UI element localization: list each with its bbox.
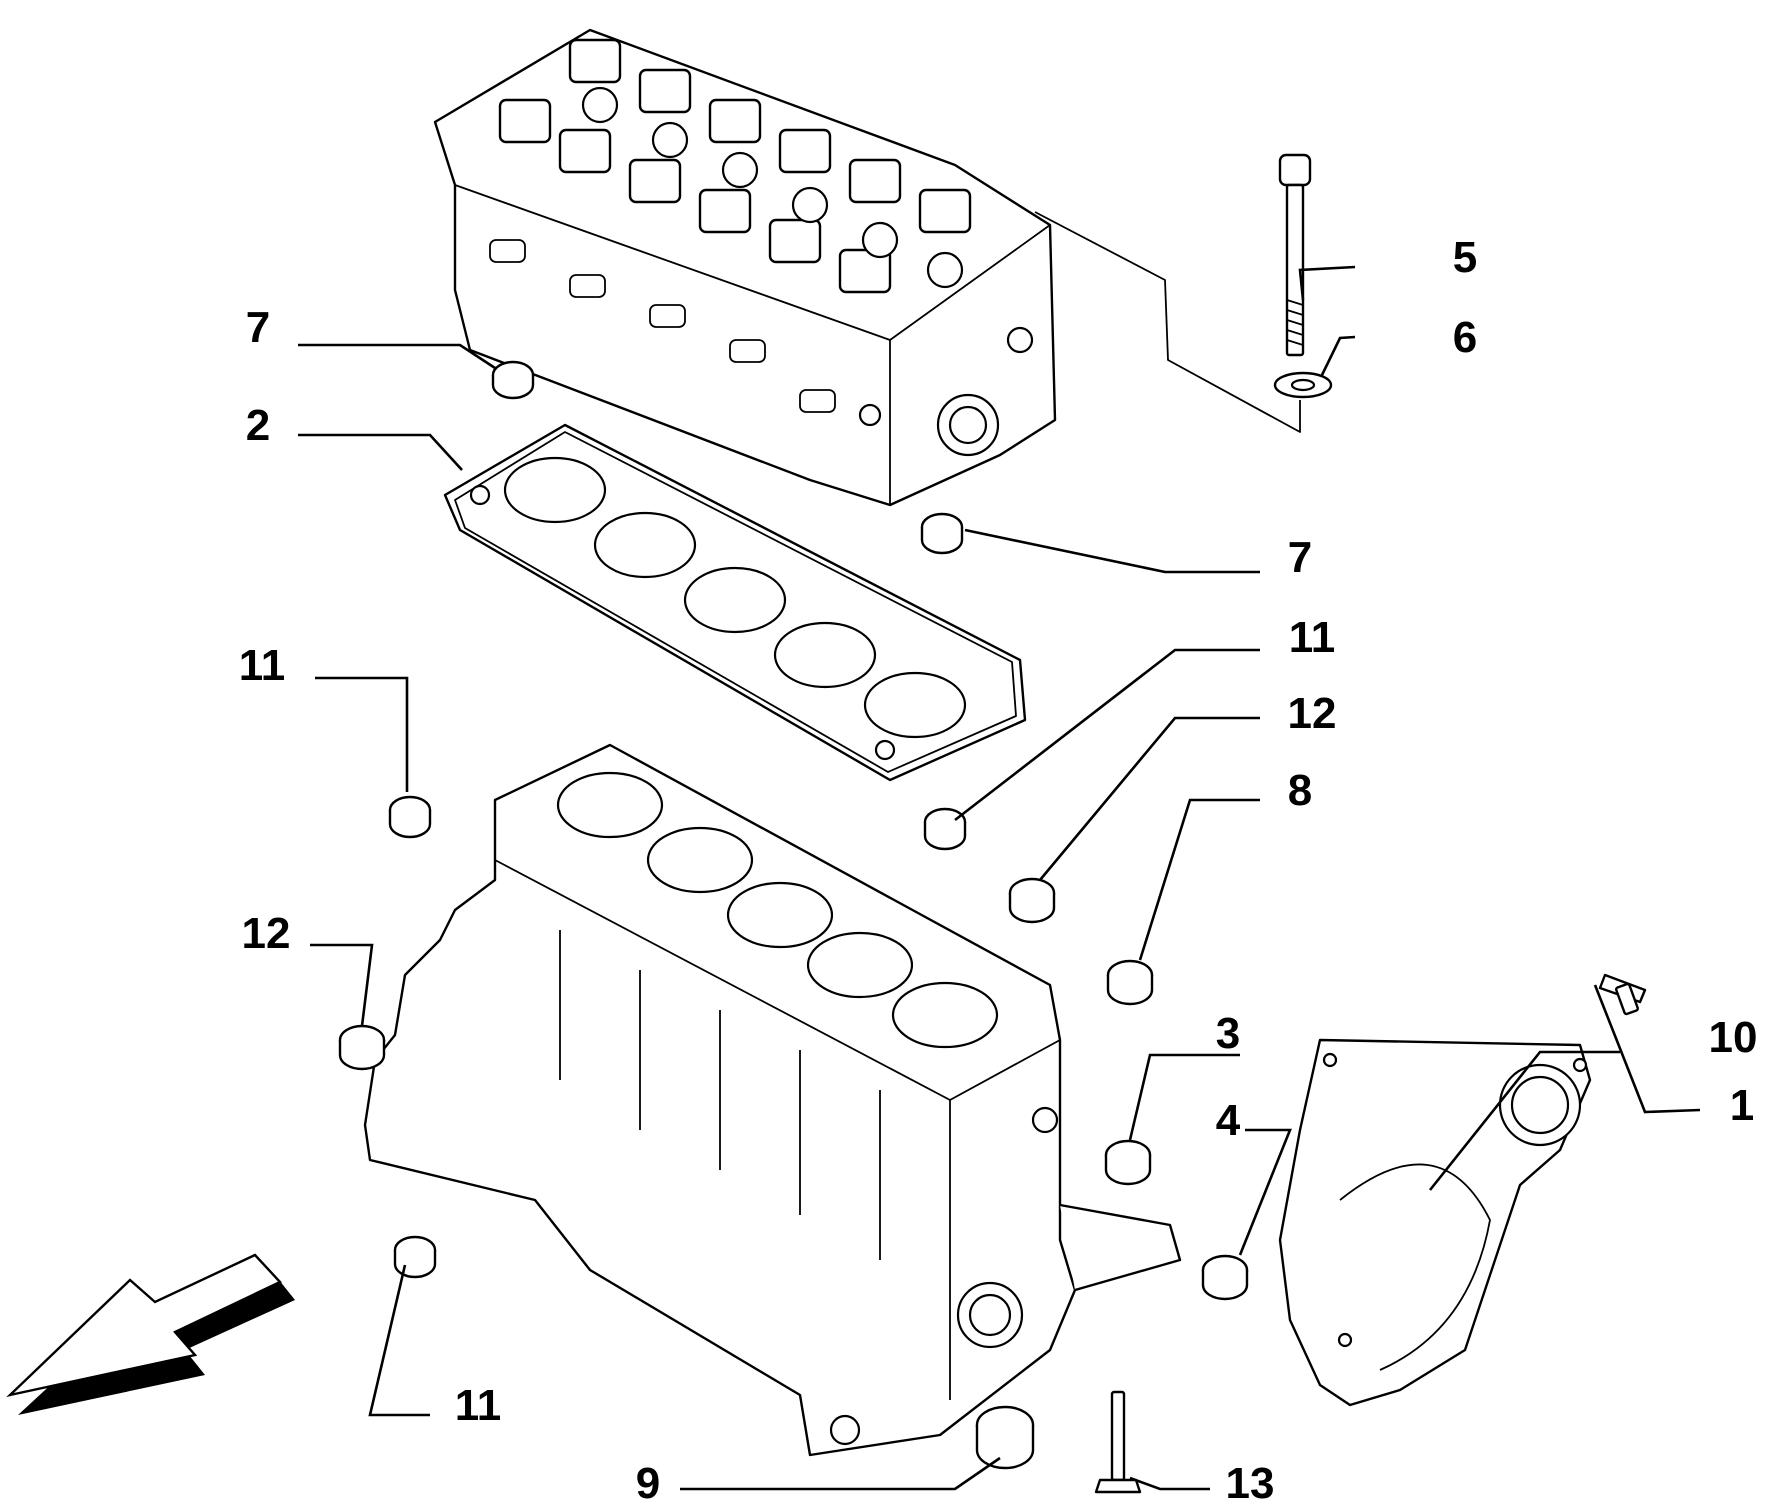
callout-8: 8 [1288,766,1312,815]
callout-11-left: 11 [239,641,286,690]
head-bolt [1278,153,1312,357]
callout-3: 3 [1216,1009,1240,1058]
dowel-7-top [491,360,535,400]
bolt-axis-bracket [1034,211,1301,433]
bolt-10 [1598,973,1647,1016]
callout-labels: 5 6 7 2 7 11 11 12 8 12 3 10 1 4 11 9 13 [239,233,1758,1505]
leader-lines [298,265,1701,1491]
engine-block [363,743,1182,1457]
cylinder-head [433,28,1057,507]
callout-1: 1 [1730,1081,1754,1130]
cam-caps [498,38,972,294]
dowel-11-left [388,795,432,839]
callout-7-right: 7 [1288,533,1312,582]
bushing-3 [1104,1139,1152,1186]
direction-arrow [6,1253,295,1415]
washer [1273,371,1333,399]
callout-13: 13 [1226,1459,1275,1505]
rear-cover-plate [1278,1038,1592,1407]
dowel-11-mid [923,807,967,851]
bushing-4 [1201,1254,1249,1301]
head-gasket [443,423,1027,782]
callout-10: 10 [1709,1013,1758,1062]
callout-7-top: 7 [246,303,270,352]
callout-9: 9 [636,1459,660,1505]
callout-12-left: 12 [242,909,291,958]
bushing-12-mid [1008,877,1056,924]
dowel-11-bottom [393,1235,437,1279]
callout-11-right: 11 [1289,613,1336,662]
bolt-13 [1094,1390,1142,1494]
callout-5: 5 [1453,233,1477,282]
callout-11-bottom: 11 [455,1381,502,1430]
callout-6: 6 [1453,313,1477,362]
callout-4: 4 [1216,1096,1241,1145]
plug-8 [1106,959,1154,1006]
callout-12-right: 12 [1288,689,1337,738]
callout-2: 2 [246,401,270,450]
seal-9 [975,1405,1035,1470]
dowel-7-right [920,512,964,555]
bushing-12-left [338,1024,386,1071]
